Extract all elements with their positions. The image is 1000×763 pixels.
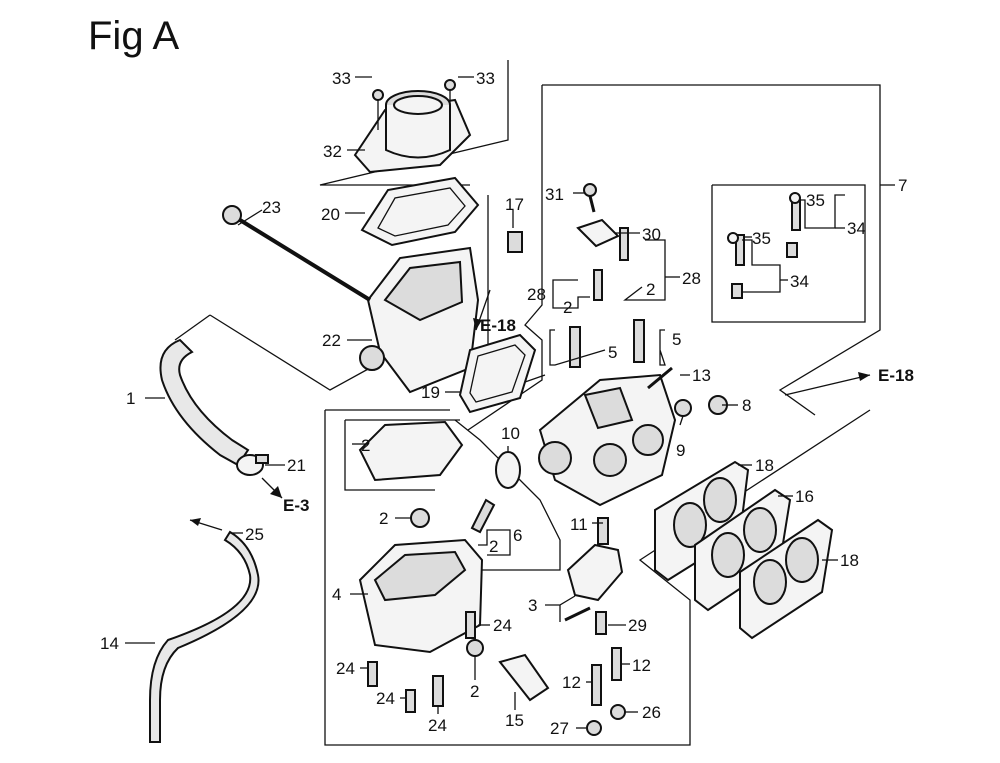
callout-27: 27: [550, 719, 569, 738]
callout-8: 8: [742, 396, 751, 415]
callout-4: 4: [332, 585, 341, 604]
callout-2-screw: 2: [470, 682, 479, 701]
callout-6: 6: [513, 526, 522, 545]
callout-30: 30: [642, 225, 661, 244]
callout-24-c: 24: [376, 689, 395, 708]
callout-31: 31: [545, 185, 564, 204]
callout-20: 20: [321, 205, 340, 224]
callout-34-lower: 34: [790, 272, 809, 291]
reference-arrows: [189, 289, 871, 531]
part-hose-upper: [159, 338, 250, 467]
callout-33-left: 33: [332, 69, 351, 88]
callout-10: 10: [501, 424, 520, 443]
leader-lines: [125, 76, 845, 729]
part-clamp: [236, 454, 269, 476]
part-hose-lower: [149, 530, 260, 743]
callout-numbers: 33 33 32 20 23 22 17 19 1 21 25 14 31 30…: [100, 69, 907, 738]
assembly-group-lines: [174, 60, 895, 746]
callout-33-right: 33: [476, 69, 495, 88]
callout-2-oring: 2: [379, 509, 388, 528]
callout-2-28b: 2: [646, 280, 655, 299]
part-chamber: [358, 508, 484, 654]
callout-35-lower: 35: [752, 229, 771, 248]
callout-34-upper: 34: [847, 219, 866, 238]
callout-12-left: 12: [562, 673, 581, 692]
part-carburetor-body: [538, 373, 677, 507]
callout-7: 7: [898, 176, 907, 195]
callout-18-upper: 18: [755, 456, 774, 475]
callout-18-lower: 18: [840, 551, 859, 570]
ref-e18-left: E-18: [480, 316, 516, 335]
part-gasket-19: [458, 333, 537, 414]
part-manifold-gaskets: [654, 460, 834, 640]
callout-9: 9: [676, 441, 685, 460]
callout-15: 15: [505, 711, 524, 730]
part-long-bolt: [222, 205, 372, 302]
callout-19: 19: [421, 383, 440, 402]
callout-29: 29: [628, 616, 647, 635]
part-gasket-upper: [360, 176, 480, 247]
callout-3: 3: [528, 596, 537, 615]
part-gasket-large: [358, 420, 464, 482]
ref-e18-right: E-18: [878, 366, 914, 385]
callout-2-28: 2: [563, 298, 572, 317]
part-plate: [576, 183, 620, 248]
callout-28-right: 28: [682, 269, 701, 288]
figure-title: Fig A: [88, 14, 180, 58]
callout-1: 1: [126, 389, 135, 408]
callout-26: 26: [642, 703, 661, 722]
callout-5-right: 5: [672, 330, 681, 349]
part-elbow: [359, 246, 480, 394]
callout-23: 23: [262, 198, 281, 217]
callout-16: 16: [795, 487, 814, 506]
callout-21: 21: [287, 456, 306, 475]
reference-labels: E-18 E-18 E-3: [283, 316, 914, 515]
callout-12-right: 12: [632, 656, 651, 675]
callout-32: 32: [323, 142, 342, 161]
callout-24-b: 24: [336, 659, 355, 678]
ref-e3: E-3: [283, 496, 309, 515]
part-flange: [353, 79, 472, 174]
callout-2-needle: 2: [489, 537, 498, 556]
callout-5-left: 5: [608, 343, 617, 362]
callout-14: 14: [100, 634, 119, 653]
callout-24-d: 24: [428, 716, 447, 735]
callout-24-a: 24: [493, 616, 512, 635]
callout-35-upper: 35: [806, 191, 825, 210]
callout-13: 13: [692, 366, 711, 385]
callout-11: 11: [570, 515, 588, 534]
callout-22: 22: [322, 331, 341, 350]
callout-17: 17: [505, 195, 524, 214]
callout-28-left: 28: [527, 285, 546, 304]
callout-25: 25: [245, 525, 264, 544]
callout-2-gasket: 2: [361, 436, 370, 455]
